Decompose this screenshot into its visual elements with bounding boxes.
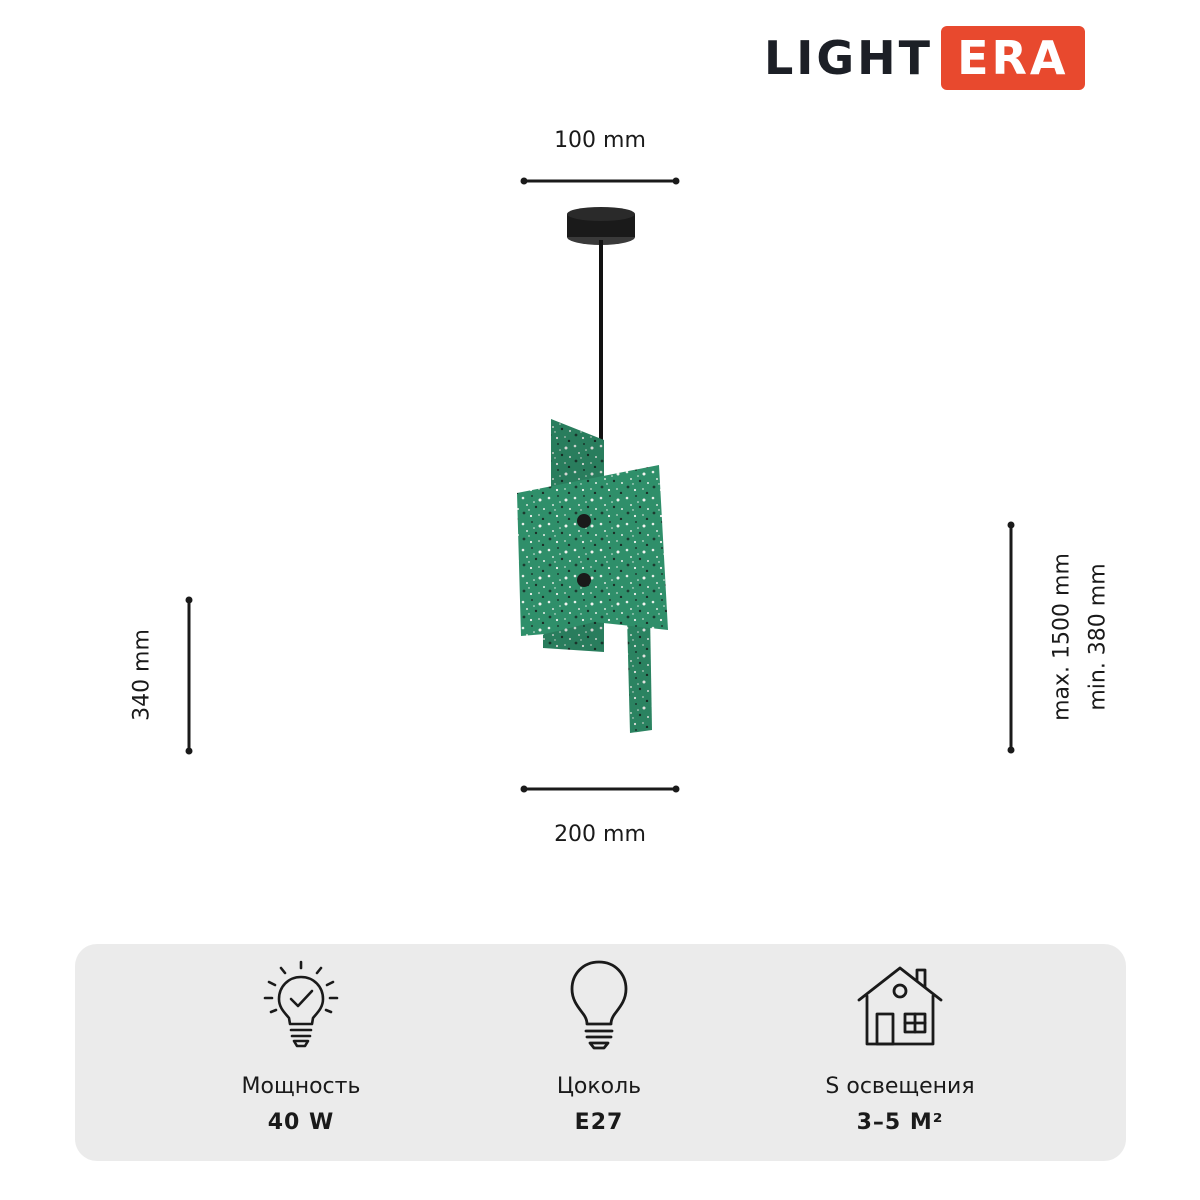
spec-power-label: Мощность xyxy=(241,1074,361,1099)
dimension-cord-max: max. 1500 mm xyxy=(1049,553,1075,721)
height-dimension-line xyxy=(185,596,193,755)
logo-text-era: ERA xyxy=(957,31,1069,85)
spec-power-value: 40 W xyxy=(267,1110,335,1135)
specs-panel: Мощность 40 W Цоколь E27 xyxy=(75,944,1126,1161)
spec-area-value: 3–5 М² xyxy=(856,1110,944,1135)
top-dimension-line xyxy=(520,177,680,185)
spec-base: Цоколь E27 xyxy=(449,944,749,1161)
spec-base-value: E27 xyxy=(574,1110,624,1135)
house-icon xyxy=(857,966,943,1046)
bottom-dimension-line xyxy=(520,785,680,793)
spec-area: S освещения 3–5 М² xyxy=(750,944,1050,1161)
cord-dimension-line xyxy=(1007,521,1015,754)
dimension-height: 340 mm xyxy=(129,629,155,721)
dimension-bottom-width: 200 mm xyxy=(554,822,646,847)
logo-badge-era: ERA xyxy=(941,26,1085,90)
spec-power: Мощность 40 W xyxy=(151,944,451,1161)
dimension-cord-min: min. 380 mm xyxy=(1085,563,1111,711)
pendant-lamp xyxy=(517,207,668,733)
spec-area-label: S освещения xyxy=(825,1074,975,1099)
brand-logo: LIGHT ERA xyxy=(764,26,1085,90)
power-bulb-check-icon xyxy=(263,960,339,1048)
spec-base-label: Цоколь xyxy=(556,1074,642,1099)
light-bulb-icon xyxy=(570,960,628,1050)
logo-text-light: LIGHT xyxy=(764,31,934,85)
dimension-top-width: 100 mm xyxy=(554,128,646,153)
